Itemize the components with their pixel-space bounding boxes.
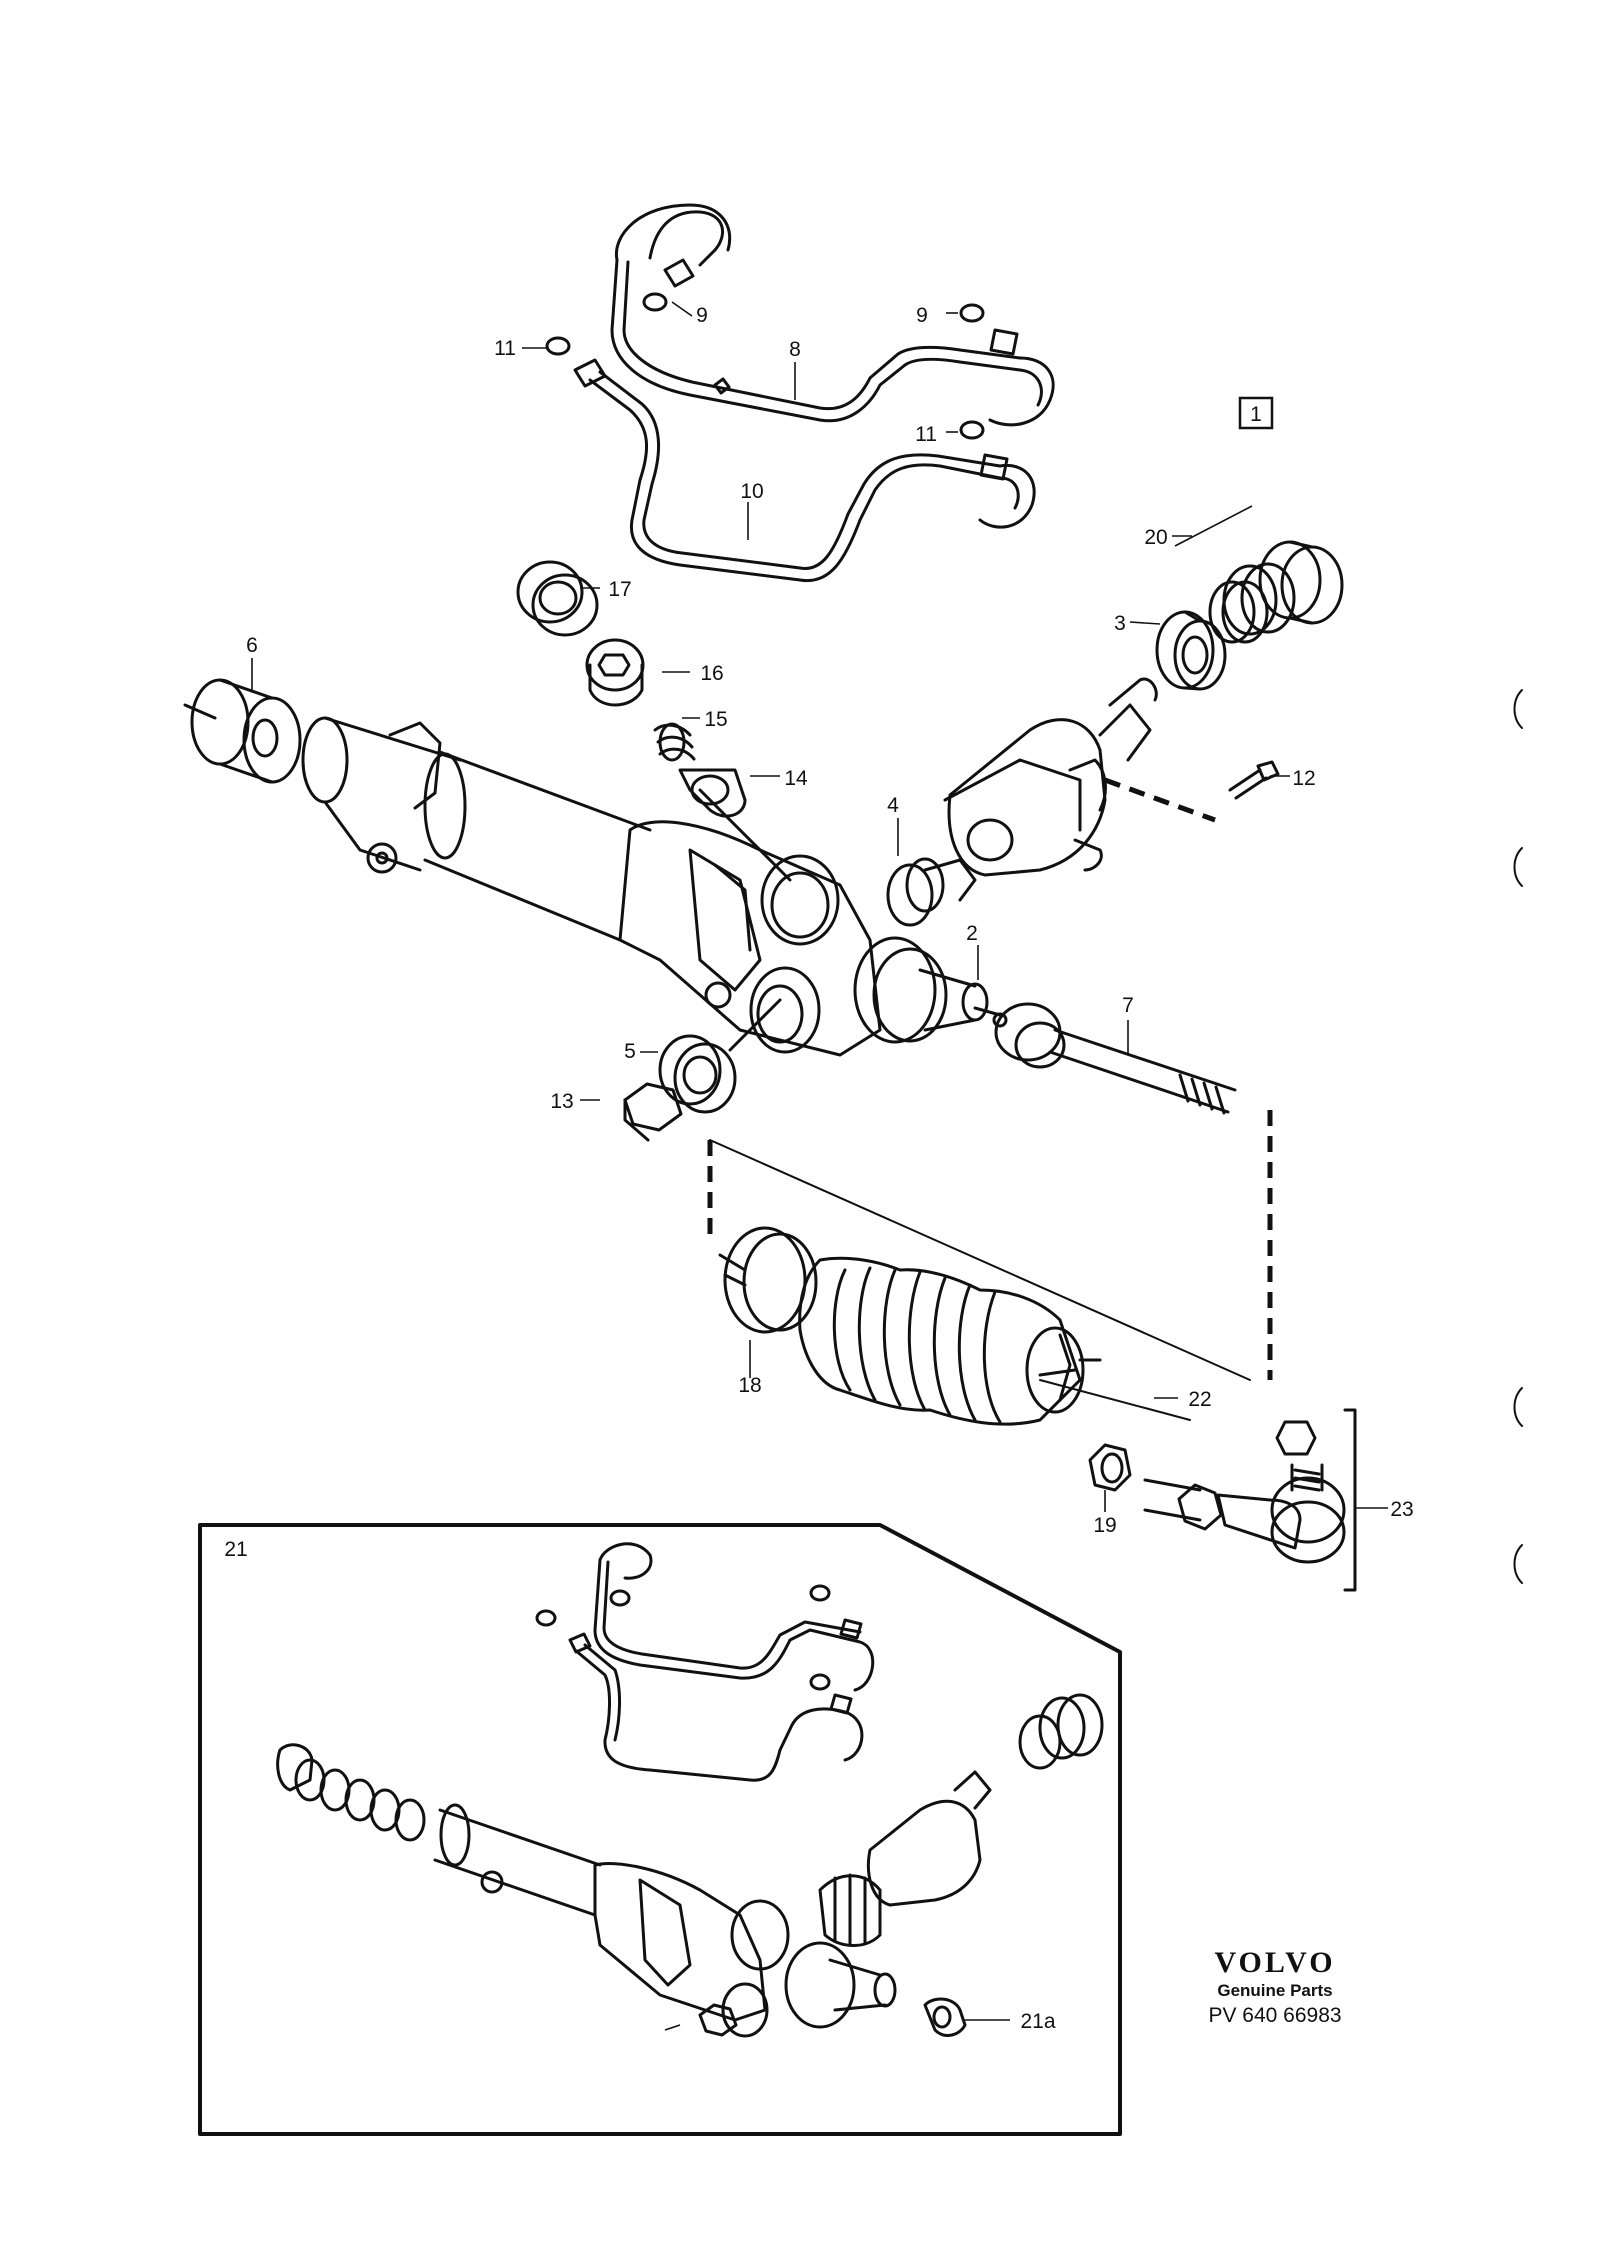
- callout-21a: 21a: [1020, 2010, 1055, 2033]
- genuine-parts-label: Genuine Parts: [1217, 1981, 1333, 2000]
- leader-lines: [251, 301, 1388, 2031]
- callout-11-right: 11: [915, 423, 937, 446]
- valve-housing: [943, 677, 1158, 877]
- callout-11-left: 11: [494, 337, 516, 360]
- callout-2: 2: [966, 922, 978, 945]
- inner-tie-rod: [973, 1002, 1237, 1115]
- callout-16: 16: [700, 662, 723, 685]
- callout-9-left: 9: [696, 304, 708, 327]
- volvo-genuine-parts-block: VOLVO Genuine Parts PV 640 66983: [1180, 1946, 1370, 2030]
- callout-15: 15: [704, 708, 727, 731]
- callout-4: 4: [887, 794, 899, 817]
- inset-panel-21: [198, 1523, 1122, 2136]
- adjusting-parts: [516, 560, 792, 882]
- callout-23: 23: [1390, 1498, 1413, 1521]
- callout-10: 10: [740, 480, 763, 503]
- callout-20: 20: [1144, 526, 1167, 549]
- callout-17: 17: [608, 578, 631, 601]
- sealing-washers: [545, 292, 985, 440]
- callout-19: 19: [1093, 1514, 1116, 1537]
- callout-6: 6: [246, 634, 258, 657]
- plug-and-seal: [623, 998, 782, 1142]
- callout-labels: 2 3 4 5 6 7 8 9 9 10 11 11 12 13 14 15 1…: [224, 304, 1413, 2033]
- callout-14: 14: [784, 767, 808, 790]
- steering-rack-housing: [183, 678, 989, 1057]
- margin-marks: [1513, 689, 1523, 1584]
- callout-12: 12: [1292, 767, 1315, 790]
- frame-number: 1: [1250, 403, 1262, 426]
- frame-number-box: [1238, 396, 1274, 430]
- diagram-reference-number: PV 640 66983: [1208, 2004, 1342, 2027]
- volvo-logo: VOLVO: [1214, 1946, 1336, 1979]
- callout-8: 8: [789, 338, 801, 361]
- bolt-12: [1104, 760, 1280, 823]
- callout-21: 21: [224, 1538, 247, 1561]
- callout-3: 3: [1114, 612, 1126, 635]
- rubber-boot: [707, 1110, 1273, 1492]
- callout-5: 5: [624, 1040, 636, 1063]
- hydraulic-pipes-top: [573, 203, 1055, 583]
- callout-18: 18: [738, 1374, 761, 1397]
- callout-9-right: 9: [916, 304, 928, 327]
- callout-13: 13: [550, 1090, 573, 1113]
- callout-7: 7: [1122, 994, 1134, 1017]
- callout-22: 22: [1188, 1388, 1211, 1411]
- tie-rod-end: [1143, 1408, 1357, 1592]
- pinion-seals: [1155, 540, 1344, 691]
